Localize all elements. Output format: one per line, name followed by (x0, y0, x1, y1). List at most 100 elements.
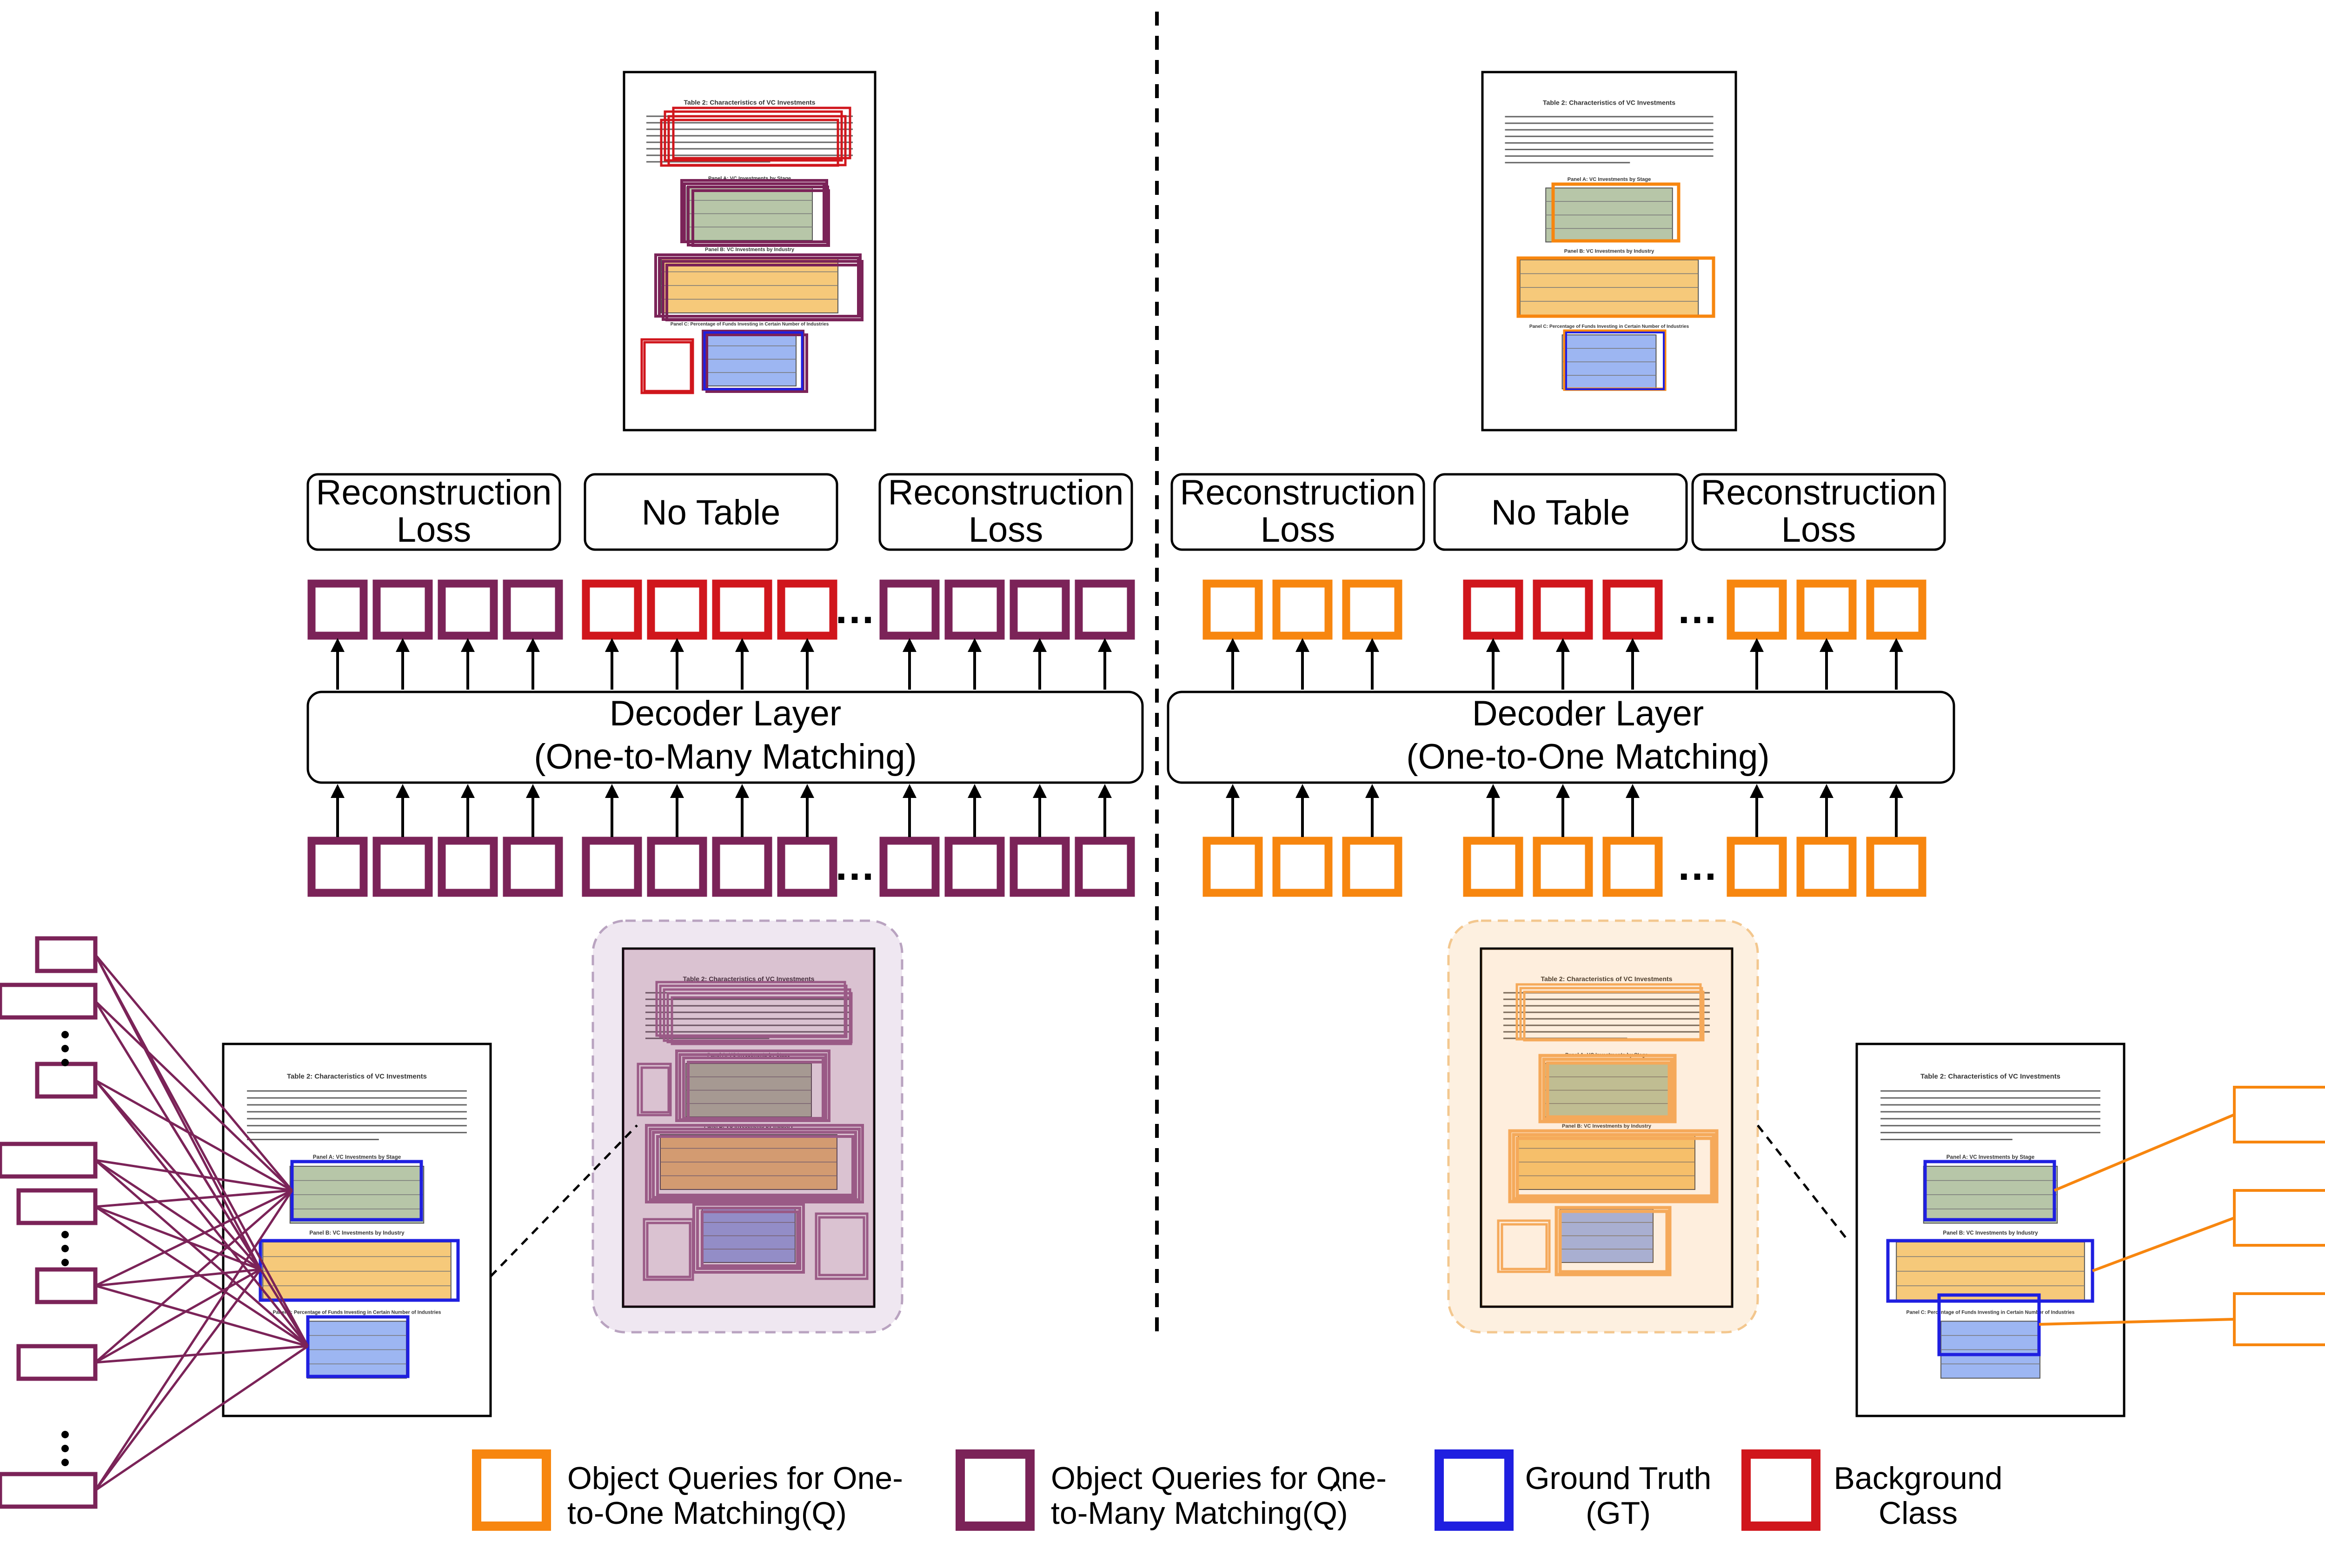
fan-dots-1 (61, 1059, 69, 1066)
left-zoom-pred-side-1 (637, 1063, 672, 1116)
fan-line-7-2 (94, 1268, 261, 1364)
left-zoom-pred-para-4 (655, 981, 846, 1037)
right-zoom-pred-b-3 (1515, 1136, 1714, 1198)
fan-line-8-2 (94, 1269, 262, 1491)
fan-line-6-2 (95, 1268, 261, 1287)
legend-item-ground-truth: Ground Truth (GT) (1435, 1449, 1711, 1531)
right-input-query-1 (1202, 837, 1263, 897)
fan-line-7-1 (94, 1189, 293, 1363)
right-top-gt-c-1 (1565, 332, 1665, 390)
fan-line-4-3 (94, 1159, 309, 1347)
legend-one-to-many-hat: ^ (1330, 1476, 1342, 1505)
right-gt-box-a-1 (1923, 1160, 2056, 1222)
right-match-line-1 (2053, 1113, 2235, 1192)
left-top-gt-c-1 (703, 331, 804, 391)
fan-dots-1 (61, 1045, 69, 1052)
right-top-document-panel-c: Panel C: Percentage of Funds Investing i… (1529, 324, 1689, 329)
right-input-query-7 (1727, 837, 1787, 897)
right-zoom-connector (1757, 1124, 1848, 1240)
left-loss-box-1-line2: Loss (397, 510, 472, 550)
left-output-query-3 (438, 579, 498, 640)
right-input-query-2 (1272, 837, 1333, 897)
fan-query-4 (0, 1142, 98, 1179)
right-top-document-panel-a: Panel A: VC Investments by Stage (1568, 177, 1651, 182)
fan-line-4-2 (94, 1159, 261, 1271)
right-zoom-pred-side-2 (1501, 1223, 1548, 1270)
left-input-query-9 (879, 837, 940, 897)
left-zoom-pred-a-4 (675, 1050, 830, 1122)
legend-background-line1: Background (1834, 1461, 2003, 1496)
fan-query-6 (35, 1267, 98, 1304)
left-top-bg-pred-b-2 (643, 341, 692, 392)
legend-one-to-many-line1: Object Queries for One- (1051, 1461, 1387, 1496)
right-top-pred-b-1 (1516, 256, 1715, 318)
fan-query-3 (35, 1062, 98, 1099)
left-top-pred-a-3 (680, 179, 828, 243)
right-zoom-pred-b-2 (1508, 1129, 1719, 1203)
left-input-query-3 (438, 837, 498, 897)
fan-line-6-1 (94, 1189, 293, 1287)
left-zoom-document-title: Table 2: Characteristics of VC Investmen… (683, 975, 815, 983)
legend: Object Queries for One- to-One Matching(… (472, 1449, 2003, 1531)
right-loss-box-3-line2: Loss (1781, 510, 1856, 550)
left-zoom-pred-c-1 (696, 1207, 801, 1270)
right-match-line-2 (2092, 1216, 2235, 1272)
right-input-query-3 (1342, 837, 1402, 897)
left-gt-document-panel-b: Panel B: VC Investments by Industry (309, 1230, 405, 1236)
left-output-query-b-2 (944, 579, 1005, 640)
fan-dots-3 (61, 1445, 69, 1452)
left-top-pred-c-2 (705, 333, 808, 393)
right-loss-box-1: Reconstruction Loss (1170, 473, 1425, 551)
left-zoom-pred-extra-4 (818, 1216, 865, 1276)
right-output-bg-query-2 (1533, 579, 1593, 640)
right-top-document-title: Table 2: Characteristics of VC Investmen… (1543, 99, 1675, 106)
left-zoom-pred-a-3 (687, 1061, 824, 1120)
fan-dots-3 (61, 1459, 69, 1466)
fan-line-8-1 (94, 1189, 293, 1491)
left-loss-box-1: Reconstruction Loss (306, 473, 561, 551)
left-loss-box-3-line2: Loss (969, 510, 1043, 550)
right-match-line-3 (2039, 1318, 2235, 1326)
left-loss-box-3-line1: Reconstruction (888, 473, 1124, 512)
left-zoom-pred-extra-1 (643, 1218, 694, 1281)
left-zoom-pred-b-2 (649, 1128, 861, 1201)
left-decoder-subtitle: (One-to-Many Matching) (534, 737, 917, 777)
left-zoom-pred-para-1 (659, 984, 848, 1038)
fan-query-8 (0, 1472, 98, 1509)
left-input-query-5 (582, 837, 642, 897)
right-loss-box-2-line1: No Table (1491, 493, 1630, 532)
right-top-ellipsis: … (1676, 586, 1718, 632)
left-top-pred-a-4 (691, 189, 830, 247)
fan-line-5-3 (94, 1205, 309, 1348)
left-zoom-pred-extra-3 (815, 1212, 869, 1280)
right-input-query-9 (1866, 837, 1926, 897)
right-zoom-pred-a-3 (1546, 1061, 1671, 1119)
right-loss-box-3: Reconstruction Loss (1691, 473, 1946, 551)
right-gt-box-c-1 (1937, 1293, 2041, 1356)
fan-query-7 (16, 1344, 98, 1381)
left-zoom-pred-side-2 (640, 1066, 670, 1114)
legend-item-background: Background Class (1741, 1449, 2003, 1531)
fan-dots-2 (61, 1245, 69, 1252)
right-top-document-panel-b: Panel B: VC Investments by Industry (1564, 249, 1654, 254)
right-output-query-b-2 (1796, 579, 1857, 640)
right-input-query-8 (1796, 837, 1857, 897)
legend-item-one-to-many: Object Queries for One- to-Many Matching… (956, 1449, 1387, 1531)
right-output-bg-query-1 (1463, 579, 1523, 640)
left-zoom-connector (490, 1124, 638, 1277)
left-bottom-ellipsis: … (834, 843, 876, 889)
right-zoom-pred-c-2 (1554, 1206, 1672, 1276)
left-zoom-pred-b-3 (656, 1135, 854, 1196)
left-top-ellipsis: … (834, 586, 876, 632)
fan-line-5-1 (95, 1189, 292, 1208)
left-loss-box-1-line1: Reconstruction (316, 473, 552, 512)
legend-one-to-one-line1: Object Queries for One- (567, 1461, 903, 1496)
fan-query-1 (35, 936, 98, 973)
left-output-query-b-4 (1075, 579, 1135, 640)
right-input-query-4 (1463, 837, 1523, 897)
left-top-document-panel-b: Panel B: VC Investments by Industry (705, 247, 795, 252)
left-gt-document-panel-a: Panel A: VC Investments by Stage (313, 1154, 401, 1160)
right-input-query-5 (1533, 837, 1593, 897)
left-output-bg-query-3 (712, 579, 772, 640)
